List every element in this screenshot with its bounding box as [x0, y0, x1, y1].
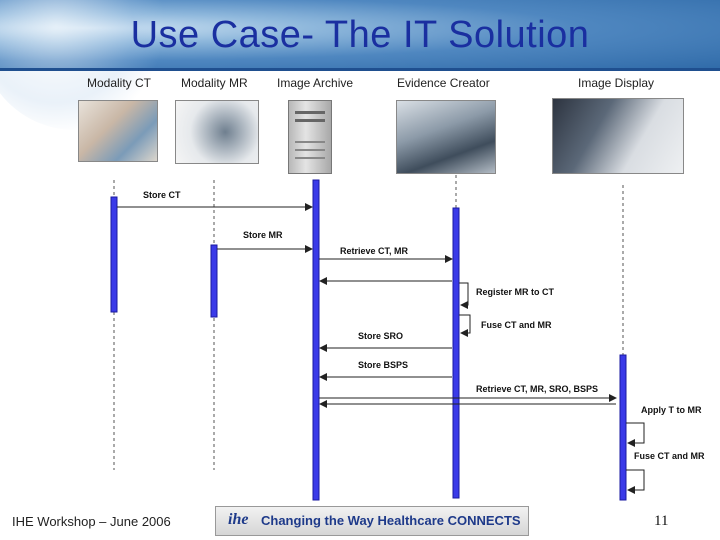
self-call-fuse-ct-and-mr	[459, 315, 470, 333]
footer-banner: ihe Changing the Way Healthcare CONNECTS	[215, 506, 529, 536]
message-label-register-mr-to-ct: Register MR to CT	[476, 287, 554, 297]
activation-image-display	[620, 355, 626, 500]
message-label-store-ct: Store CT	[143, 190, 181, 200]
activation-modality-mr	[211, 245, 217, 317]
self-call-apply-t-to-mr	[626, 423, 644, 443]
activation-image-archive	[313, 180, 319, 500]
message-label-store-sro: Store SRO	[358, 331, 403, 341]
message-label-retrieve-all: Retrieve CT, MR, SRO, BSPS	[476, 384, 598, 394]
ihe-logo: ihe	[228, 511, 248, 529]
message-label-apply-t-to-mr: Apply T to MR	[641, 405, 702, 415]
footer-banner-text: Changing the Way Healthcare CONNECTS	[261, 513, 521, 528]
activation-modality-ct	[111, 197, 117, 312]
message-label-display-fuse-ct-and-mr: Fuse CT and MR	[634, 451, 705, 461]
self-call-register-mr-to-ct	[459, 283, 468, 305]
message-label-store-mr: Store MR	[243, 230, 283, 240]
page-number: 11	[654, 513, 668, 530]
message-label-retrieve-ct-mr: Retrieve CT, MR	[340, 246, 408, 256]
message-label-fuse-ct-and-mr: Fuse CT and MR	[481, 320, 552, 330]
footer-workshop-text: IHE Workshop – June 2006	[12, 514, 171, 529]
activation-evidence-creator	[453, 208, 459, 498]
message-label-store-bsps: Store BSPS	[358, 360, 408, 370]
self-call-display-fuse-ct-and-mr	[626, 470, 644, 490]
